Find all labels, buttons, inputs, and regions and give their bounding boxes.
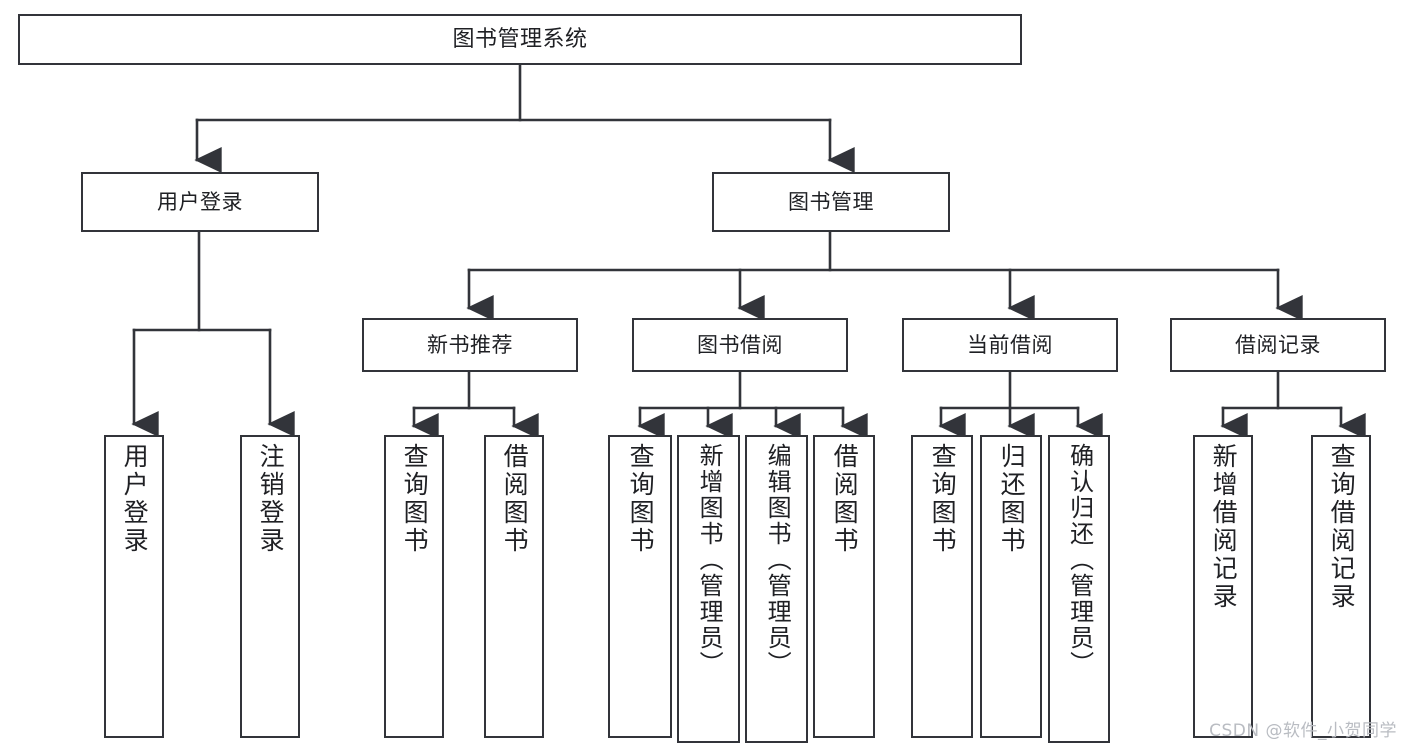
- node-label: 借阅记录: [1235, 332, 1321, 357]
- node-label: 新增借阅记录: [1209, 443, 1239, 611]
- node-label: 新书推荐: [427, 332, 513, 357]
- node-current-borrow[interactable]: 当前借阅: [902, 318, 1118, 372]
- node-label: 归还图书: [997, 443, 1027, 555]
- node-label: 查询图书: [400, 443, 430, 555]
- node-label: 编辑图书（管理员）: [763, 443, 792, 677]
- node-leaf-borrow-book-recommend[interactable]: 借阅图书: [484, 435, 544, 738]
- node-user-login[interactable]: 用户登录: [81, 172, 319, 232]
- node-leaf-query-book-current[interactable]: 查询图书: [911, 435, 973, 738]
- node-leaf-add-book-admin[interactable]: 新增图书（管理员）: [677, 435, 740, 743]
- node-leaf-return-book[interactable]: 归还图书: [980, 435, 1042, 738]
- node-leaf-query-book-recommend[interactable]: 查询图书: [384, 435, 444, 738]
- node-label: 查询图书: [626, 443, 656, 555]
- node-leaf-confirm-return-admin[interactable]: 确认归还（管理员）: [1048, 435, 1110, 743]
- node-label: 查询图书: [928, 443, 958, 555]
- node-label: 用户登录: [157, 189, 243, 214]
- node-label: 当前借阅: [967, 332, 1053, 357]
- node-label: 图书管理系统: [452, 26, 588, 52]
- node-label: 查询借阅记录: [1327, 443, 1357, 611]
- node-label: 新增图书（管理员）: [695, 443, 724, 677]
- node-leaf-borrow-book[interactable]: 借阅图书: [813, 435, 875, 738]
- node-leaf-logout[interactable]: 注销登录: [240, 435, 300, 738]
- node-label: 借阅图书: [500, 443, 530, 555]
- node-root-system[interactable]: 图书管理系统: [18, 14, 1022, 65]
- node-label: 图书借阅: [697, 332, 783, 357]
- node-leaf-query-book-borrow[interactable]: 查询图书: [608, 435, 672, 738]
- node-label: 借阅图书: [830, 443, 860, 555]
- node-leaf-add-borrow-record[interactable]: 新增借阅记录: [1193, 435, 1253, 738]
- node-label: 确认归还（管理员）: [1065, 443, 1094, 677]
- node-book-management[interactable]: 图书管理: [712, 172, 950, 232]
- watermark-text: CSDN @软件_小贺同学: [1209, 721, 1397, 741]
- node-book-borrow[interactable]: 图书借阅: [632, 318, 848, 372]
- node-new-book-recommend[interactable]: 新书推荐: [362, 318, 578, 372]
- node-borrow-record[interactable]: 借阅记录: [1170, 318, 1386, 372]
- node-leaf-user-login[interactable]: 用户登录: [104, 435, 164, 738]
- node-label: 注销登录: [256, 443, 286, 555]
- node-leaf-query-borrow-record[interactable]: 查询借阅记录: [1311, 435, 1371, 738]
- node-label: 用户登录: [120, 443, 150, 555]
- node-label: 图书管理: [788, 189, 874, 214]
- node-leaf-edit-book-admin[interactable]: 编辑图书（管理员）: [745, 435, 808, 743]
